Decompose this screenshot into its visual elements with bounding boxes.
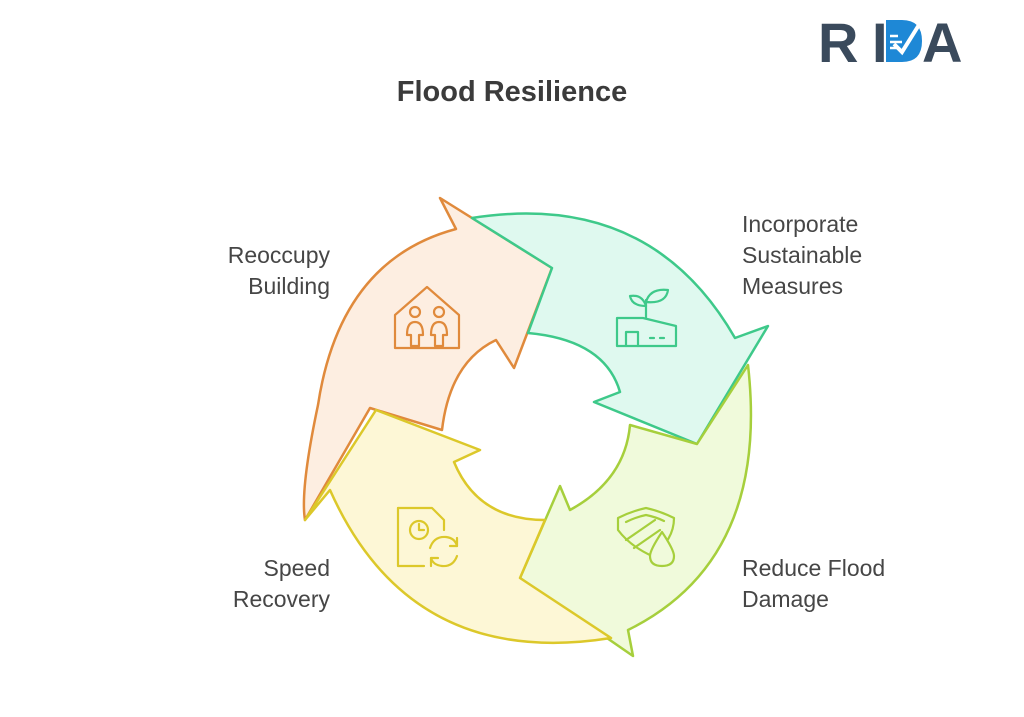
logo-wordmark-a: A — [922, 14, 962, 68]
label-reduce: Reduce Flood Damage — [742, 555, 886, 612]
cycle-segment-speed — [303, 408, 613, 645]
building-with-plant-icon — [615, 288, 678, 348]
cycle-segment-incorporate — [470, 212, 770, 446]
shield-water-drop-icon — [616, 506, 676, 568]
diagram-title: Flood Resilience — [396, 76, 628, 108]
rida-logo: R I A — [818, 14, 962, 68]
house-people-icon — [393, 285, 461, 350]
logo-wordmark: R I — [818, 14, 887, 68]
label-incorporate: Incorporate Sustainable Measures — [742, 211, 863, 299]
label-speed: Speed Recovery — [232, 555, 330, 612]
label-reoccupy: Reoccupy Building — [227, 242, 330, 299]
document-clock-refresh-icon — [396, 506, 459, 568]
cycle-segment-reoccupy — [302, 196, 554, 522]
logo-d-check-icon — [886, 18, 924, 62]
